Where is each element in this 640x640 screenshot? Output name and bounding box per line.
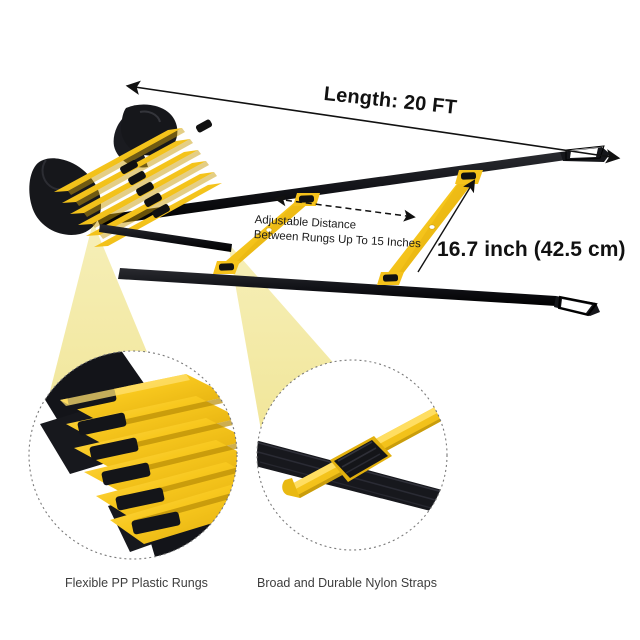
detail-circle-left — [28, 350, 238, 560]
strap-segment — [99, 224, 232, 252]
length-dimension-arrow — [125, 80, 621, 164]
nylon-strap-bottom — [118, 268, 600, 317]
folded-rung-stack — [29, 104, 222, 247]
ladder-rung — [377, 170, 483, 285]
detail-caption-left: Flexible PP Plastic Rungs — [65, 576, 208, 590]
detail-caption-right: Broad and Durable Nylon Straps — [257, 576, 437, 590]
width-dimension-arrow — [417, 179, 476, 273]
detail-circle-right — [256, 359, 448, 551]
width-dimension-label: 16.7 inch (42.5 cm) — [437, 238, 626, 261]
rung-gap-dimension-arrow — [274, 194, 416, 222]
